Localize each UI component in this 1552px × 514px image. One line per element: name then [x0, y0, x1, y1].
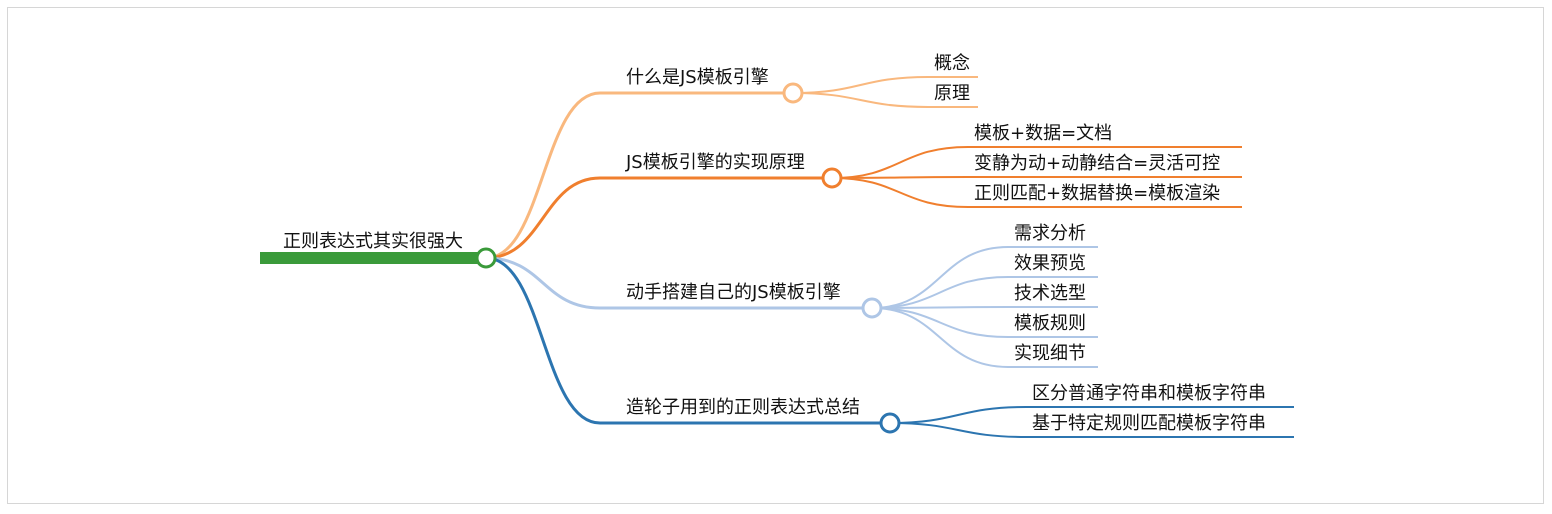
- edge-branch-3-child-1: [871, 246, 1009, 309]
- branch-1-child-1-label: 概念: [934, 52, 970, 74]
- edge-branch-3-child-2: [871, 276, 1009, 309]
- branch-3-child-5-label: 实现细节: [1014, 343, 1086, 364]
- branch-2-toggle-node[interactable]: [821, 167, 843, 189]
- edge-branch-1-child-2: [792, 92, 929, 108]
- edge-branch-4-child-1: [889, 406, 1027, 424]
- edge-branch-3-child-3: [871, 306, 1009, 309]
- branch-4-child-1-label: 区分普通字符串和模板字符串: [1032, 383, 1266, 404]
- root-label: 正则表达式其实很强大: [283, 231, 463, 252]
- branch-4-label: 造轮子用到的正则表达式总结: [626, 397, 860, 418]
- edge-root-branch-4: [485, 256, 601, 425]
- edge-branch-1-child-1: [792, 76, 929, 94]
- edge-branch-2-child-2: [831, 176, 969, 179]
- edge-root-branch-2: [485, 176, 601, 260]
- edge-branch-3-child-4: [871, 307, 1009, 338]
- branch-2-child-1-label: 模板+数据=文档: [974, 123, 1112, 144]
- branch-1-child-2-label: 原理: [934, 83, 970, 104]
- branch-2-label: JS模板引擎的实现原理: [625, 152, 805, 173]
- branch-2-child-3-label: 正则匹配+数据替换=模板渲染: [974, 183, 1220, 204]
- branch-3-child-2-label: 效果预览: [1014, 253, 1086, 274]
- branch-4-child-2-label: 基于特定规则匹配模板字符串: [1032, 413, 1266, 434]
- branch-3-child-4-label: 模板规则: [1014, 313, 1086, 334]
- edge-root-branch-1: [485, 91, 601, 260]
- branch-1-label: 什么是JS模板引擎: [626, 67, 769, 88]
- edge-root-branch-3: [485, 256, 601, 310]
- edge-branch-4-child-2: [889, 422, 1027, 438]
- branch-4-toggle-node[interactable]: [879, 412, 901, 434]
- branch-1-toggle-node[interactable]: [782, 82, 804, 104]
- branch-3-label: 动手搭建自己的JS模板引擎: [626, 282, 841, 303]
- branch-3-child-3-label: 技术选型: [1014, 283, 1086, 304]
- edge-branch-2-child-3: [831, 177, 969, 208]
- branch-3-toggle-node[interactable]: [861, 297, 883, 319]
- edge-branch-3-child-5: [871, 307, 1009, 368]
- root-toggle-node[interactable]: [475, 247, 497, 269]
- branch-3-child-1-label: 需求分析: [1014, 223, 1086, 244]
- branch-2-child-2-label: 变静为动+动静结合=灵活可控: [974, 153, 1220, 174]
- edge-branch-2-child-1: [831, 146, 969, 179]
